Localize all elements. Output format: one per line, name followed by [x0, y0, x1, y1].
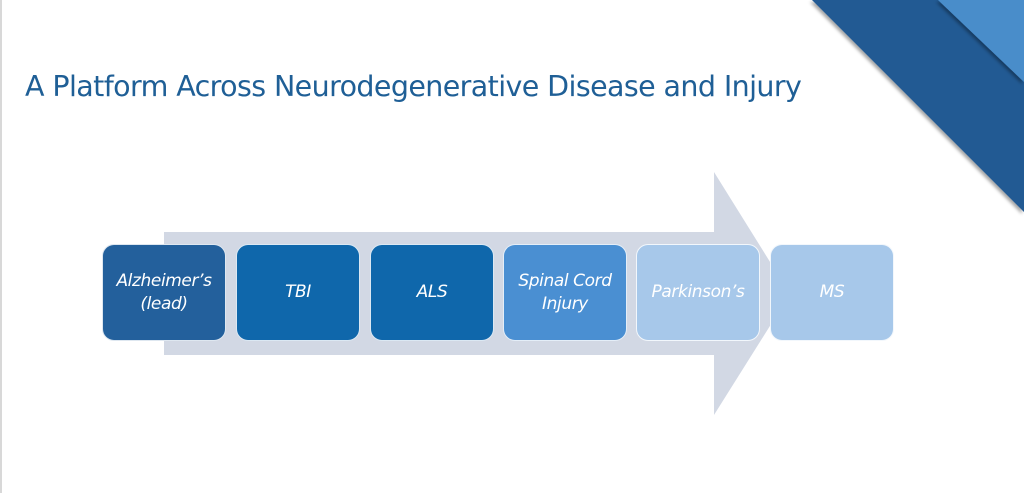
step-label: Alzheimer’s (lead) — [116, 270, 212, 314]
step-alzheimers: Alzheimer’s (lead) — [102, 244, 226, 341]
step-ms: MS — [770, 244, 894, 341]
step-als: ALS — [370, 244, 494, 341]
step-spinal-cord-injury: Spinal Cord Injury — [503, 244, 627, 341]
step-label: TBI — [285, 282, 311, 302]
step-label: Spinal Cord Injury — [518, 270, 612, 314]
step-tbi: TBI — [236, 244, 360, 341]
slide-title: A Platform Across Neurodegenerative Dise… — [25, 70, 802, 103]
step-label: Parkinson’s — [651, 282, 745, 302]
step-label: ALS — [416, 282, 448, 302]
corner-band-dark — [812, 0, 1024, 212]
corner-band-light — [938, 0, 1024, 82]
slide-left-border — [0, 0, 2, 493]
step-parkinsons: Parkinson’s — [636, 244, 760, 341]
step-label: MS — [819, 282, 845, 302]
